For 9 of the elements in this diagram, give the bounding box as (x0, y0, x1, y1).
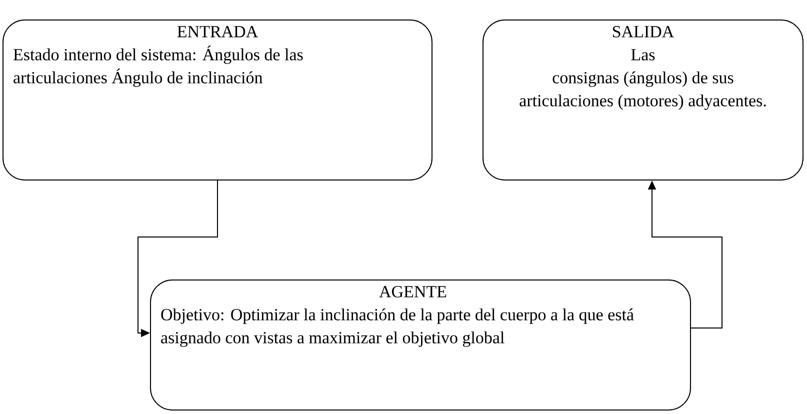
rounded-box (2, 20, 432, 180)
heading: ENTRADA (177, 26, 258, 38)
body-text: Objetivo: Optimizar la inclinación de la parte del cuerpo a la que está asignado con vistas a maximizar el objetivo global (161, 308, 634, 347)
body-text: Las consignas (ángulos) de sus articulaciones (motores) adyacentes. (520, 49, 766, 110)
body-text: Estado interno del sistema: Ángulos de las articulaciones Ángulo de inclinación (14, 46, 303, 87)
heading: AGENTE (379, 286, 446, 298)
heading: SALIDA (612, 26, 674, 38)
rounded-box (482, 20, 804, 180)
rounded-box (150, 279, 691, 410)
